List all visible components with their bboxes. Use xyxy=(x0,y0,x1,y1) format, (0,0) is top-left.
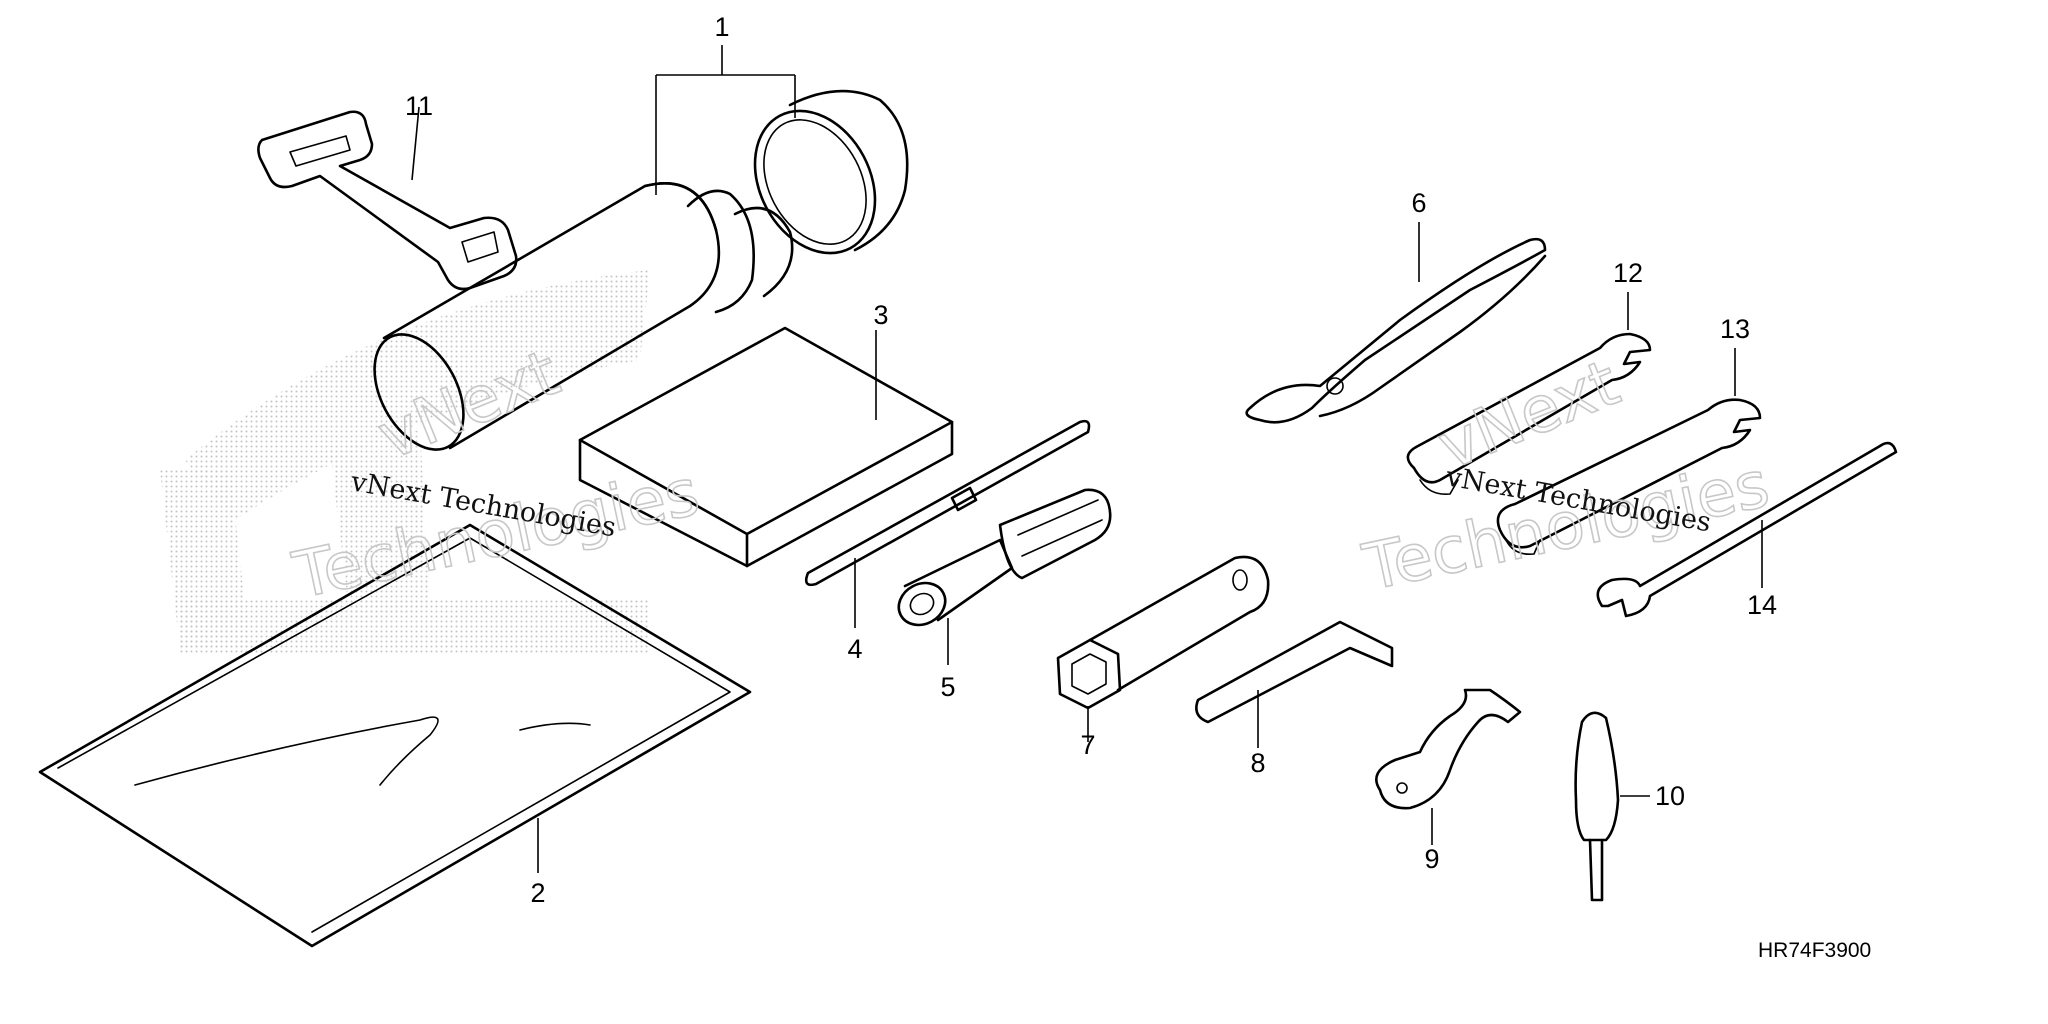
part-13-wrench xyxy=(1496,348,1762,556)
callout-11: 11 xyxy=(405,91,433,121)
watermark-technologies-right: Technologies xyxy=(1357,448,1776,606)
callout-5: 5 xyxy=(940,672,955,702)
callout-10: 10 xyxy=(1655,781,1685,811)
part-3-manual xyxy=(578,326,954,568)
part-10-pin-tool xyxy=(1574,711,1650,902)
callout-3: 3 xyxy=(873,300,888,330)
callout-7: 7 xyxy=(1080,730,1095,760)
callout-1: 1 xyxy=(714,12,729,42)
callout-6: 6 xyxy=(1411,188,1426,218)
callout-9: 9 xyxy=(1424,844,1439,874)
drawing-code: HR74F3900 xyxy=(1758,939,1871,962)
part-7-plug-wrench xyxy=(1056,555,1270,742)
callouts: 1 2 3 4 5 6 7 8 9 10 11 12 13 14 xyxy=(405,12,1777,908)
part-12-wrench xyxy=(1406,292,1652,496)
callout-14: 14 xyxy=(1747,590,1777,620)
part-4-screwdriver xyxy=(804,419,1091,628)
callout-8: 8 xyxy=(1250,748,1265,778)
part-8-hex-key xyxy=(1195,620,1394,748)
callout-12: 12 xyxy=(1613,258,1643,288)
part-1-tool-case xyxy=(373,45,909,451)
part-14-wrench xyxy=(1596,441,1898,618)
part-9-pin-spanner xyxy=(1375,688,1522,845)
part-5-screwdriver-handle xyxy=(897,488,1112,665)
callout-13: 13 xyxy=(1720,314,1750,344)
callout-2: 2 xyxy=(530,878,545,908)
part-11-rubber-strap xyxy=(257,106,518,291)
part-6-pliers xyxy=(1245,222,1547,424)
part-2-tool-bag xyxy=(38,523,752,948)
callout-4: 4 xyxy=(847,634,862,664)
